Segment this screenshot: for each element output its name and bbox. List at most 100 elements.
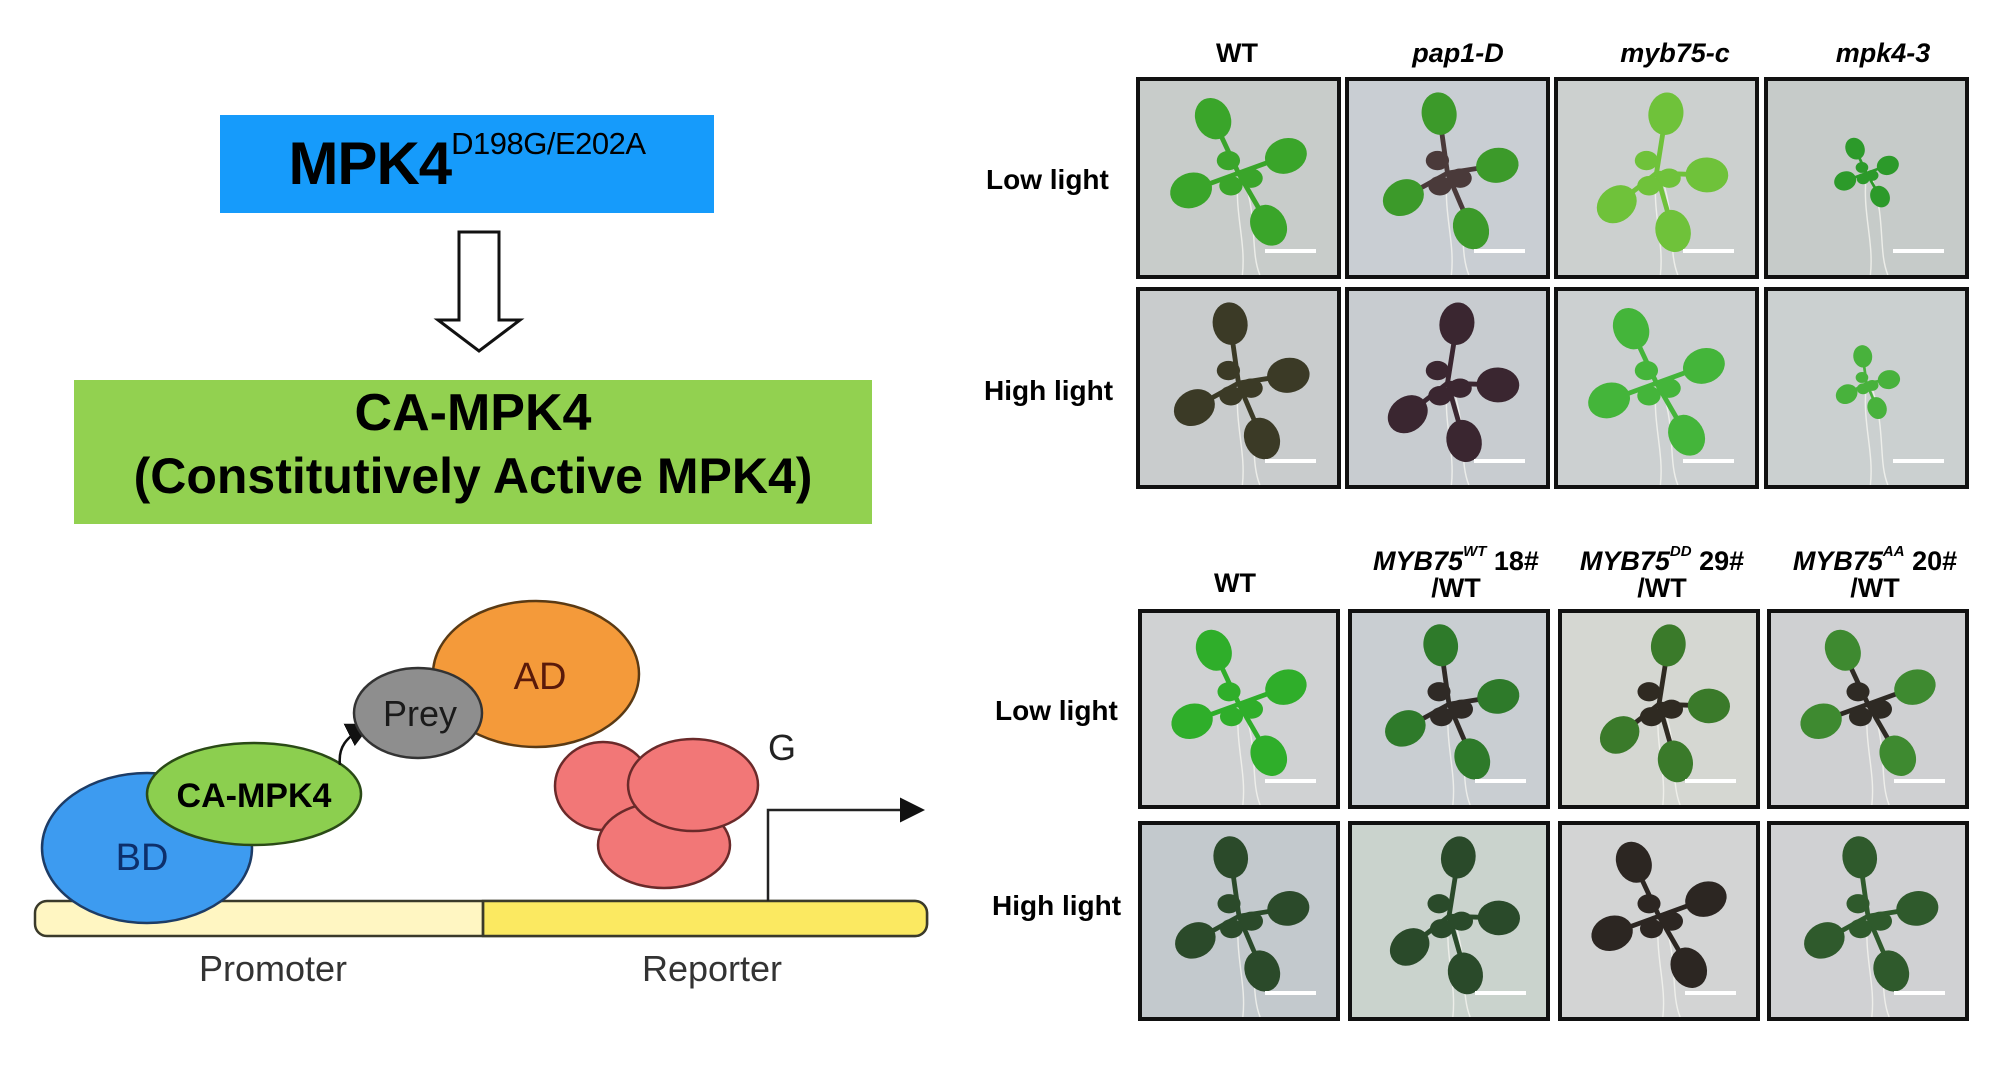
young-leaf [1868,911,1892,931]
leaf [1452,207,1490,250]
young-leaf [1634,360,1659,381]
leaf [1195,629,1232,671]
leaf [1867,397,1887,420]
young-leaf [1639,707,1664,727]
leaf [1591,915,1633,952]
seedling-photo [1171,629,1307,805]
young-leaf [1219,919,1244,939]
leaf [1250,204,1288,246]
young-leaf [1239,168,1263,188]
leaf [1599,716,1640,754]
transcription-arrow-icon [766,797,925,901]
background-label: /WT [1637,573,1687,603]
leaf [1423,624,1459,667]
prey-label: Prey [383,693,457,734]
seedling-photo [1389,836,1521,1017]
young-leaf [1429,919,1454,939]
phenotype-panel [1764,77,1969,279]
young-leaf [1657,168,1681,188]
leaf [1477,900,1521,936]
line-number: 18# [1486,546,1539,576]
young-leaf [1219,176,1243,196]
leaf [1476,147,1519,183]
young-leaf [1428,176,1452,196]
leaf [1264,137,1307,174]
young-leaf [1846,894,1870,914]
young-leaf [1239,699,1263,719]
leaf [1385,710,1426,747]
column-header-text: WT [1216,38,1258,68]
leaf [1685,881,1727,917]
scale-bar [1685,991,1736,995]
phenotype-panel [1345,287,1550,489]
column-header: WT [1214,570,1256,597]
scale-bar [1265,779,1316,783]
young-leaf [1449,911,1473,931]
reporter-subunit [626,737,760,833]
leaf [1612,307,1650,350]
young-leaf [1425,360,1450,381]
young-leaf [1634,150,1659,171]
genotype-name: MYB75 [1373,546,1464,576]
leaf [1387,395,1428,434]
scale-bar [1894,779,1945,783]
mutation-superscript: D198G/E202A [451,126,646,161]
leaf [1175,922,1216,959]
phenotype-panel [1348,609,1550,809]
genotype-superscript: DD [1669,543,1692,560]
scale-bar [1265,459,1316,463]
seedling-photo [1804,836,1939,1017]
leaf [1615,841,1652,883]
scale-bar [1265,991,1316,995]
young-leaf [1855,162,1869,173]
leaf [1194,97,1232,140]
bait-label: CA-MPK4 [177,777,332,815]
leaf [1657,740,1694,783]
leaf [1213,836,1249,879]
phenotype-panel [1554,77,1759,279]
phenotype-panel [1767,609,1969,809]
column-header-text: pap1-D [1412,38,1504,68]
phenotype-panel [1138,821,1340,1021]
leaf [1476,367,1520,403]
seedling-photo [1170,97,1307,275]
leaf [1446,419,1482,463]
reporter-segment [481,899,929,938]
young-leaf [1449,699,1473,719]
young-leaf [1637,894,1661,914]
young-leaf [1219,386,1243,406]
phenotype-panel [1554,287,1759,489]
scale-bar [1474,249,1525,253]
leaf [1873,950,1910,992]
young-leaf [1637,386,1661,406]
scale-bar [1265,249,1316,253]
leaf [1845,137,1865,160]
phenotype-panel [1558,821,1760,1021]
genotype-superscript: AA [1882,543,1905,560]
line-number: 20# [1904,546,1958,576]
young-leaf [1425,150,1450,171]
young-leaf [1848,919,1873,939]
leaf [1648,92,1684,136]
row-label: Low light [995,695,1118,726]
seedling-photo [1591,841,1727,1017]
scale-bar [1683,249,1734,253]
leaf [1894,669,1936,705]
leaf [1682,347,1725,384]
leaf [1588,382,1631,419]
seedling-photo [1387,302,1520,485]
leaf [1804,922,1845,959]
leaf [1824,629,1861,671]
seedling-photo [1800,629,1936,805]
young-leaf [1659,911,1683,931]
genotype-name: MYB75 [1792,546,1883,576]
leaf [1382,179,1424,217]
young-leaf [1657,378,1681,398]
leaf [1650,624,1686,667]
leaf [1853,345,1873,368]
ad-label: AD [514,656,567,698]
leaf [1389,928,1430,966]
seedling-photo [1385,624,1520,805]
column-header: pap1-D [1412,40,1504,67]
